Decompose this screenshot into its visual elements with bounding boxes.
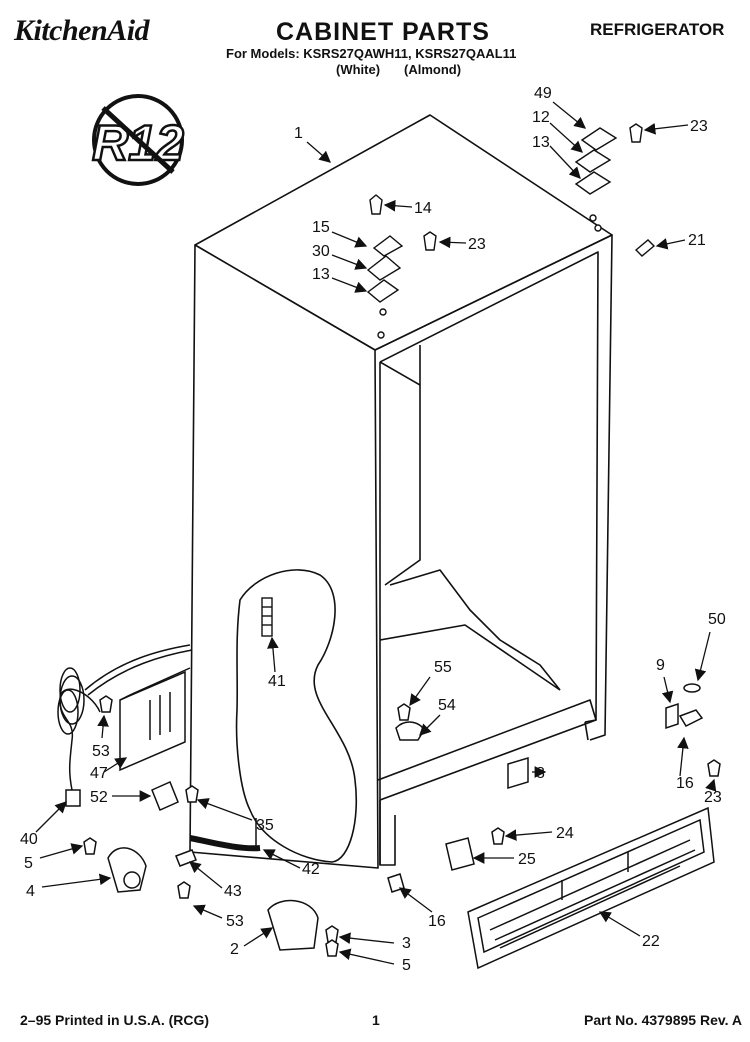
callout-43: 43 (224, 883, 242, 900)
lower-left-parts (83, 780, 339, 957)
callout-numbers: 1 49 12 13 23 14 15 30 13 23 21 41 55 54… (20, 85, 726, 974)
callout-4: 4 (26, 883, 35, 900)
callout-54: 54 (438, 697, 456, 714)
page-number: 1 (372, 1012, 380, 1028)
callout-35: 35 (256, 817, 274, 834)
color-almond-label: (Almond) (404, 62, 462, 77)
callout-25: 25 (518, 851, 536, 868)
callout-3: 3 (402, 935, 411, 952)
page-title: CABINET PARTS (276, 18, 490, 46)
callout-47: 47 (90, 765, 108, 782)
callout-55: 55 (434, 659, 452, 676)
callout-40: 40 (20, 831, 38, 848)
color-white-label: (White) (336, 62, 381, 77)
callout-9: 9 (656, 657, 665, 674)
r12-badge: R12 (91, 94, 185, 186)
callout-5: 5 (24, 855, 33, 872)
model-numbers: For Models: KSRS27QAWH11, KSRS27QAAL11 (226, 46, 517, 61)
callout-1: 1 (294, 125, 303, 142)
power-cord-and-box (57, 644, 193, 807)
callout-23: 23 (690, 118, 708, 135)
callout-42: 42 (302, 861, 320, 878)
callout-22: 22 (642, 933, 660, 950)
callout-50: 50 (708, 611, 726, 628)
callout-23: 23 (468, 236, 486, 253)
brand-logo: KitchenAid (14, 14, 150, 47)
callout-13: 13 (532, 134, 550, 151)
callout-12: 12 (532, 109, 550, 126)
callout-leaders (35, 101, 717, 965)
callout-53: 53 (226, 913, 244, 930)
toe-grille (467, 806, 715, 970)
right-hinge-parts (574, 123, 656, 257)
callout-52: 52 (90, 789, 108, 806)
callout-2: 2 (230, 941, 239, 958)
callout-23: 23 (704, 789, 722, 806)
callout-49: 49 (534, 85, 552, 102)
appliance-type: REFRIGERATOR (590, 20, 725, 39)
callout-53: 53 (92, 743, 110, 760)
callout-21: 21 (688, 232, 706, 249)
print-info: 2–95 Printed in U.S.A. (RCG) (20, 1012, 210, 1028)
callout-41: 41 (268, 673, 286, 690)
callout-15: 15 (312, 219, 330, 236)
part-number: Part No. 4379895 Rev. A (584, 1012, 742, 1028)
callout-8: 8 (536, 765, 545, 782)
callout-16: 16 (676, 775, 694, 792)
lower-right-parts (387, 683, 721, 893)
callout-16: 16 (428, 913, 446, 930)
cabinet-cutout (235, 569, 358, 863)
center-hinge-parts (366, 194, 437, 339)
callout-24: 24 (556, 825, 574, 842)
callout-5: 5 (402, 957, 411, 974)
part-41-grommet (261, 597, 273, 637)
callout-30: 30 (312, 243, 330, 260)
callout-14: 14 (414, 200, 432, 217)
callout-13: 13 (312, 266, 330, 283)
